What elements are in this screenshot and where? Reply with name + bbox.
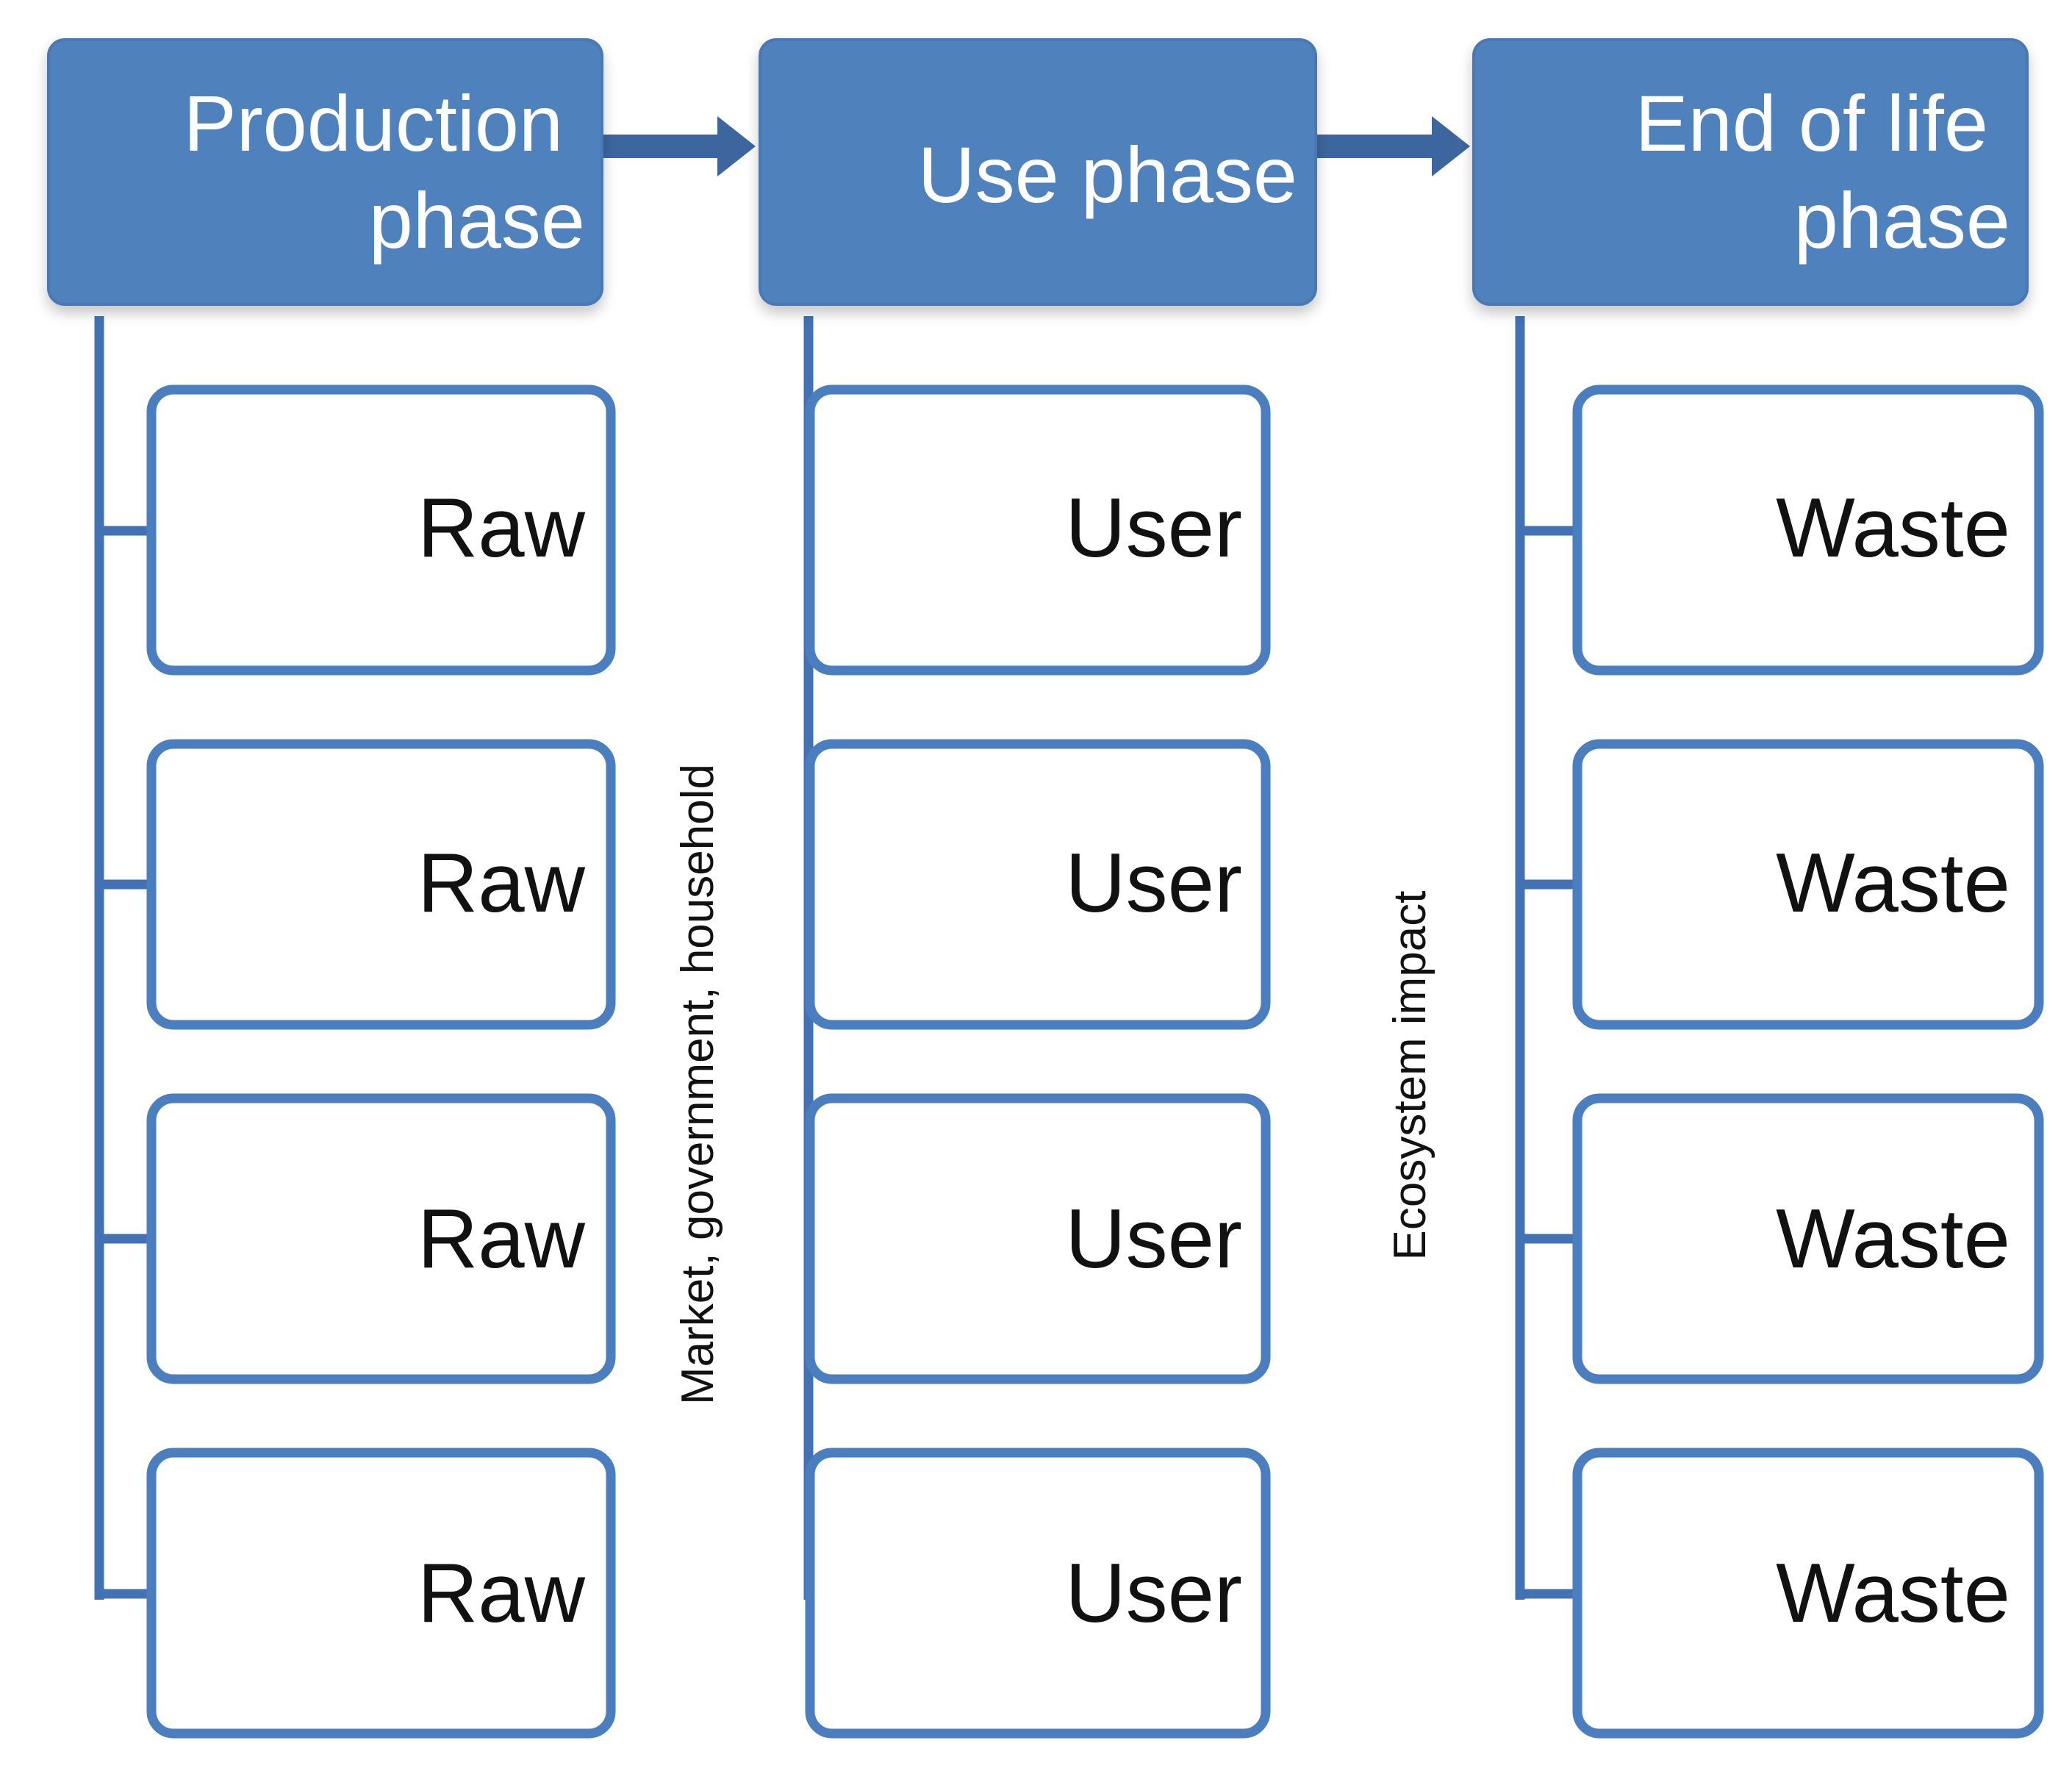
production-items: Raw Raw Raw Raw xyxy=(146,384,616,1739)
market-government-household-label: Market, government, household xyxy=(673,764,723,1405)
use-item-label: User xyxy=(1065,482,1242,575)
arrow-production-to-use xyxy=(599,116,756,176)
end-of-life-item-box xyxy=(1572,384,2044,676)
use-item-box xyxy=(805,739,1271,1030)
use-item-box xyxy=(805,1448,1271,1739)
production-item-label: Raw xyxy=(417,837,586,930)
use-phase-title: Use phase xyxy=(918,130,1297,219)
end-of-life-item-label: Waste xyxy=(1776,837,2010,930)
end-of-life-item-box xyxy=(1572,739,2044,1030)
production-phase-title: Production phase xyxy=(184,79,585,265)
end-of-life-phase-header xyxy=(1472,38,2029,306)
end-of-life-item-box xyxy=(1572,1448,2044,1739)
use-item-label: User xyxy=(1065,1192,1242,1286)
use-item-box xyxy=(805,1093,1271,1384)
end-of-life-item-label: Waste xyxy=(1776,1547,2010,1640)
production-item-box xyxy=(146,1448,616,1739)
phase-headers: Production phase Use phase End of life p… xyxy=(47,38,2029,306)
use-item-label: User xyxy=(1065,837,1242,930)
production-item-box xyxy=(146,739,616,1030)
end-of-life-item-label: Waste xyxy=(1776,482,2010,575)
production-item-label: Raw xyxy=(417,1547,586,1640)
production-item-label: Raw xyxy=(417,1192,586,1286)
ecosystem-impact-label: Ecosystem impact xyxy=(1385,890,1435,1260)
end-of-life-items: Waste Waste Waste Waste xyxy=(1572,384,2044,1739)
production-item-label: Raw xyxy=(417,482,586,575)
use-phase-header xyxy=(759,38,1317,306)
end-of-life-phase-title: End of life phase xyxy=(1635,79,2010,265)
arrow-use-to-end-of-life xyxy=(1313,116,1470,176)
flow-arrows xyxy=(599,116,1470,176)
use-item-box xyxy=(805,384,1271,676)
use-item-label: User xyxy=(1065,1547,1242,1640)
end-of-life-item-label: Waste xyxy=(1776,1192,2010,1286)
production-phase-header xyxy=(47,38,603,306)
production-item-box xyxy=(146,1093,616,1384)
end-of-life-item-box xyxy=(1572,1093,2044,1384)
production-item-box xyxy=(146,384,616,676)
use-items: User User User User xyxy=(805,384,1271,1739)
